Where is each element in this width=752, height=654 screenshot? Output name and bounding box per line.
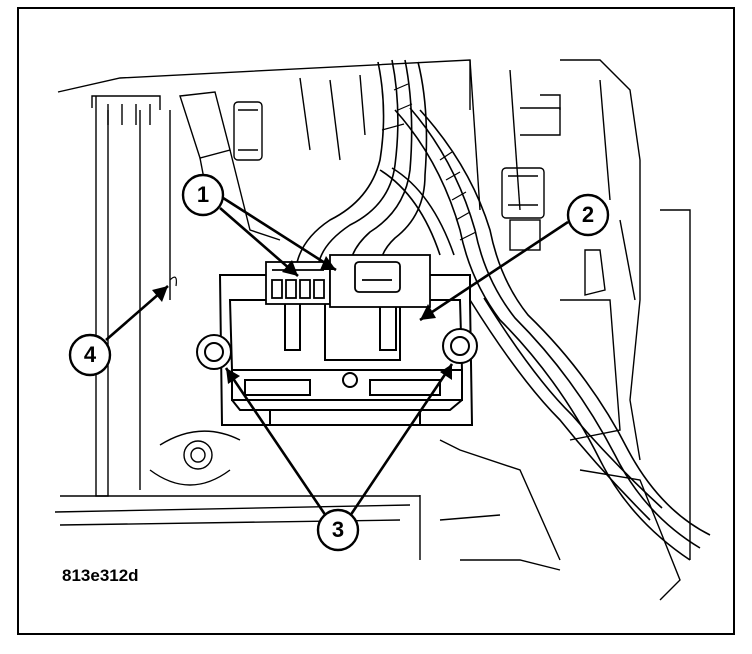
harness-wrap bbox=[381, 83, 477, 241]
wiring-harness bbox=[295, 59, 711, 561]
module-connector bbox=[265, 254, 431, 308]
figure-id: 813e312d bbox=[62, 566, 139, 585]
callout-label-1: 1 bbox=[196, 182, 210, 207]
callout-label-4: 4 bbox=[83, 342, 97, 367]
callout-circle-2 bbox=[566, 193, 610, 237]
callout-circle-1 bbox=[181, 173, 225, 217]
callout-label-2: 2 bbox=[581, 202, 595, 227]
resistor-module bbox=[218, 274, 474, 426]
callout-label-3: 3 bbox=[331, 517, 345, 542]
leader-lines bbox=[105, 194, 569, 517]
arrow-heads bbox=[152, 256, 452, 384]
panel-mark bbox=[169, 276, 177, 287]
figure-border bbox=[17, 7, 735, 635]
lower-bolt bbox=[149, 430, 241, 486]
mounting-screws bbox=[196, 328, 478, 370]
callout-circle-3 bbox=[316, 508, 360, 552]
right-structure bbox=[419, 59, 691, 601]
dash-panel-structure bbox=[54, 59, 471, 526]
bracket-clip bbox=[233, 101, 263, 161]
callout-circles bbox=[68, 173, 610, 552]
callout-circle-4 bbox=[68, 333, 112, 377]
right-connector bbox=[501, 167, 545, 251]
